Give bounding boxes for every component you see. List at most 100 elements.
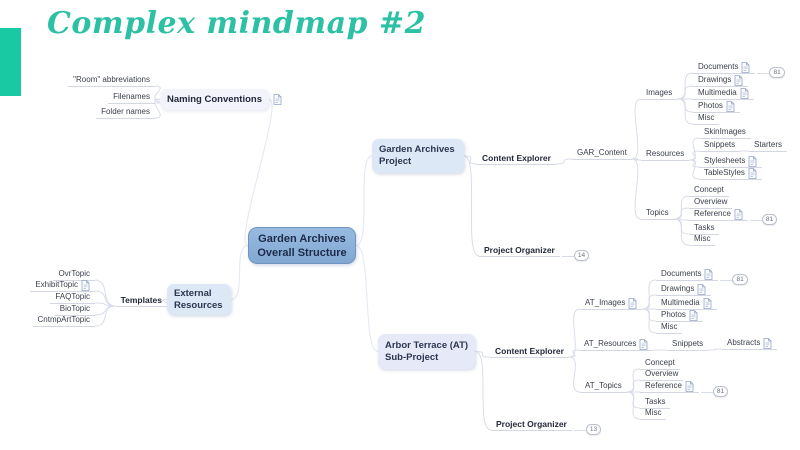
templates-body: Templates [115,294,167,307]
mindmap-node-tasks-1[interactable]: Tasks [689,222,720,235]
misc-1-body: Misc [693,112,720,125]
mindmap-node-concept-1[interactable]: Concept [689,184,729,197]
snippets-2-label: Snippets [672,339,704,348]
edge-snippets-2-to-abstracts [708,348,723,351]
mindmap-node-naming-conventions[interactable]: Naming Conventions [160,89,282,110]
mindmap-node-drawings-1[interactable]: Drawings [693,74,749,87]
edge-root-to-garden-archives-project [355,155,373,247]
mindmap-node-tablestyles[interactable]: TableStyles [699,167,762,180]
mindmap-node-resources[interactable]: Resources [641,148,690,161]
photos-2-label: Photos [661,310,686,319]
content-explorer-2-label: Content Explorer [495,346,564,356]
external-resources-body: External Resources [167,284,231,315]
mindmap-node-multimedia-2[interactable]: Multimedia [656,297,717,310]
mindmap-node-content-explorer-2[interactable]: Content Explorer [490,345,569,358]
overview-2-body: Overview [640,368,684,381]
edge-content-explorer-2-to-at-topics [568,356,581,393]
multimedia-1-label: Multimedia [698,88,737,97]
stylesheets-body: Stylesheets [699,155,763,168]
garden-archives-project-body: Garden Archives Project [372,139,464,173]
mindmap-node-room-abbreviations[interactable]: "Room" abbreviations [68,74,155,87]
templates-label: Templates [120,295,162,305]
mindmap-node-cntmparttopic[interactable]: CntmpArtTopic [32,314,95,327]
mindmap-node-concept-2[interactable]: Concept [640,357,680,370]
mindmap-node-templates[interactable]: Templates [115,294,167,307]
mindmap-node-external-resources[interactable]: External Resources [167,284,231,315]
mindmap-node-faqtopic[interactable]: FAQTopic [50,291,95,304]
edge-resources-to-tablestyles [689,159,700,180]
overview-1-body: Overview [689,196,733,209]
mindmap-node-misc-2[interactable]: Misc [689,233,716,246]
mindmap-node-tasks-2[interactable]: Tasks [640,396,671,409]
mindmap-node-arbor-terrace-sub-project[interactable]: Arbor Terrace (AT) Sub-Project [378,334,476,369]
note-icon [685,380,694,392]
mindmap-node-photos-2[interactable]: Photos [656,309,703,322]
edge-content-explorer-2-to-at-images [568,308,581,358]
misc-1-label: Misc [698,113,715,122]
content-explorer-1-label: Content Explorer [482,153,551,163]
mindmap-node-snippets-1[interactable]: Snippets [699,139,741,152]
mindmap-node-stylesheets[interactable]: Stylesheets [699,155,763,168]
mindmap-node-root[interactable]: Garden Archives Overall Structure [248,227,356,264]
resources-body: Resources [641,148,690,161]
misc-4-body: Misc [640,407,667,420]
gar-content-label: GAR_Content [577,148,627,157]
skinimages-body: SkinImages [699,126,751,139]
mindmap-node-snippets-2[interactable]: Snippets [667,338,709,351]
misc-3-body: Misc [656,321,683,334]
abstracts-label: Abstracts [727,338,761,347]
mindmap-node-skinimages[interactable]: SkinImages [699,126,751,139]
mindmap-node-at-images[interactable]: AT_Images [580,297,643,310]
mindmap-node-overview-2[interactable]: Overview [640,368,684,381]
edge-templates-to-cntmparttopic [94,305,116,327]
misc-2-body: Misc [689,233,716,246]
mindmap-node-starters[interactable]: Starters [749,139,788,152]
mindmap-node-images[interactable]: Images [641,87,678,100]
mindmap-node-misc-1[interactable]: Misc [693,112,720,125]
concept-2-body: Concept [640,357,680,370]
multimedia-2-body: Multimedia [656,297,717,310]
at-resources-body: AT_Resources [579,338,654,351]
edge-gar-content-to-resources [631,158,642,161]
mindmap-node-ovrtopic[interactable]: OvrTopic [53,268,95,281]
ovrtopic-body: OvrTopic [53,268,95,281]
biotopic-body: BioTopic [54,303,95,316]
starters-label: Starters [754,140,783,149]
mindmap-node-abstracts[interactable]: Abstracts [722,337,778,350]
mindmap-node-topics-1[interactable]: Topics [641,207,674,220]
mindmap-node-at-topics[interactable]: AT_Topics [580,380,627,393]
naming-conventions-body: Naming Conventions [160,89,270,110]
mindmap-node-garden-archives-project[interactable]: Garden Archives Project [372,139,464,173]
project-organizer-1-count-badge: 14 [561,250,590,261]
mindmap-node-drawings-2[interactable]: Drawings [656,283,712,296]
mindmap-node-biotopic[interactable]: BioTopic [54,303,95,316]
mindmap-node-exhibittopic[interactable]: ExhibitTopic [30,279,95,292]
note-icon [763,337,772,349]
edge-root-to-arbor-terrace-sub-project [355,244,379,353]
note-icon [748,155,757,167]
concept-1-label: Concept [694,185,724,194]
photos-1-body: Photos [693,100,740,113]
mindmap-node-gar-content[interactable]: GAR_Content [572,147,632,160]
mindmap-node-at-resources[interactable]: AT_Resources [579,338,654,351]
misc-3-label: Misc [661,322,678,331]
mindmap-node-filenames[interactable]: Filenames [108,91,155,104]
mindmap-node-overview-1[interactable]: Overview [689,196,733,209]
documents-1-body: Documents [693,61,756,74]
at-topics-label: AT_Topics [585,381,622,390]
edge-content-explorer-1-to-gar-content [555,158,573,165]
mindmap-node-misc-4[interactable]: Misc [640,407,667,420]
mindmap-node-multimedia-1[interactable]: Multimedia [693,87,754,100]
mindmap-node-content-explorer-1[interactable]: Content Explorer [477,152,556,165]
mindmap-node-folder-names[interactable]: Folder names [96,106,155,119]
mindmap-node-misc-3[interactable]: Misc [656,321,683,334]
mindmap-node-photos-1[interactable]: Photos [693,100,740,113]
